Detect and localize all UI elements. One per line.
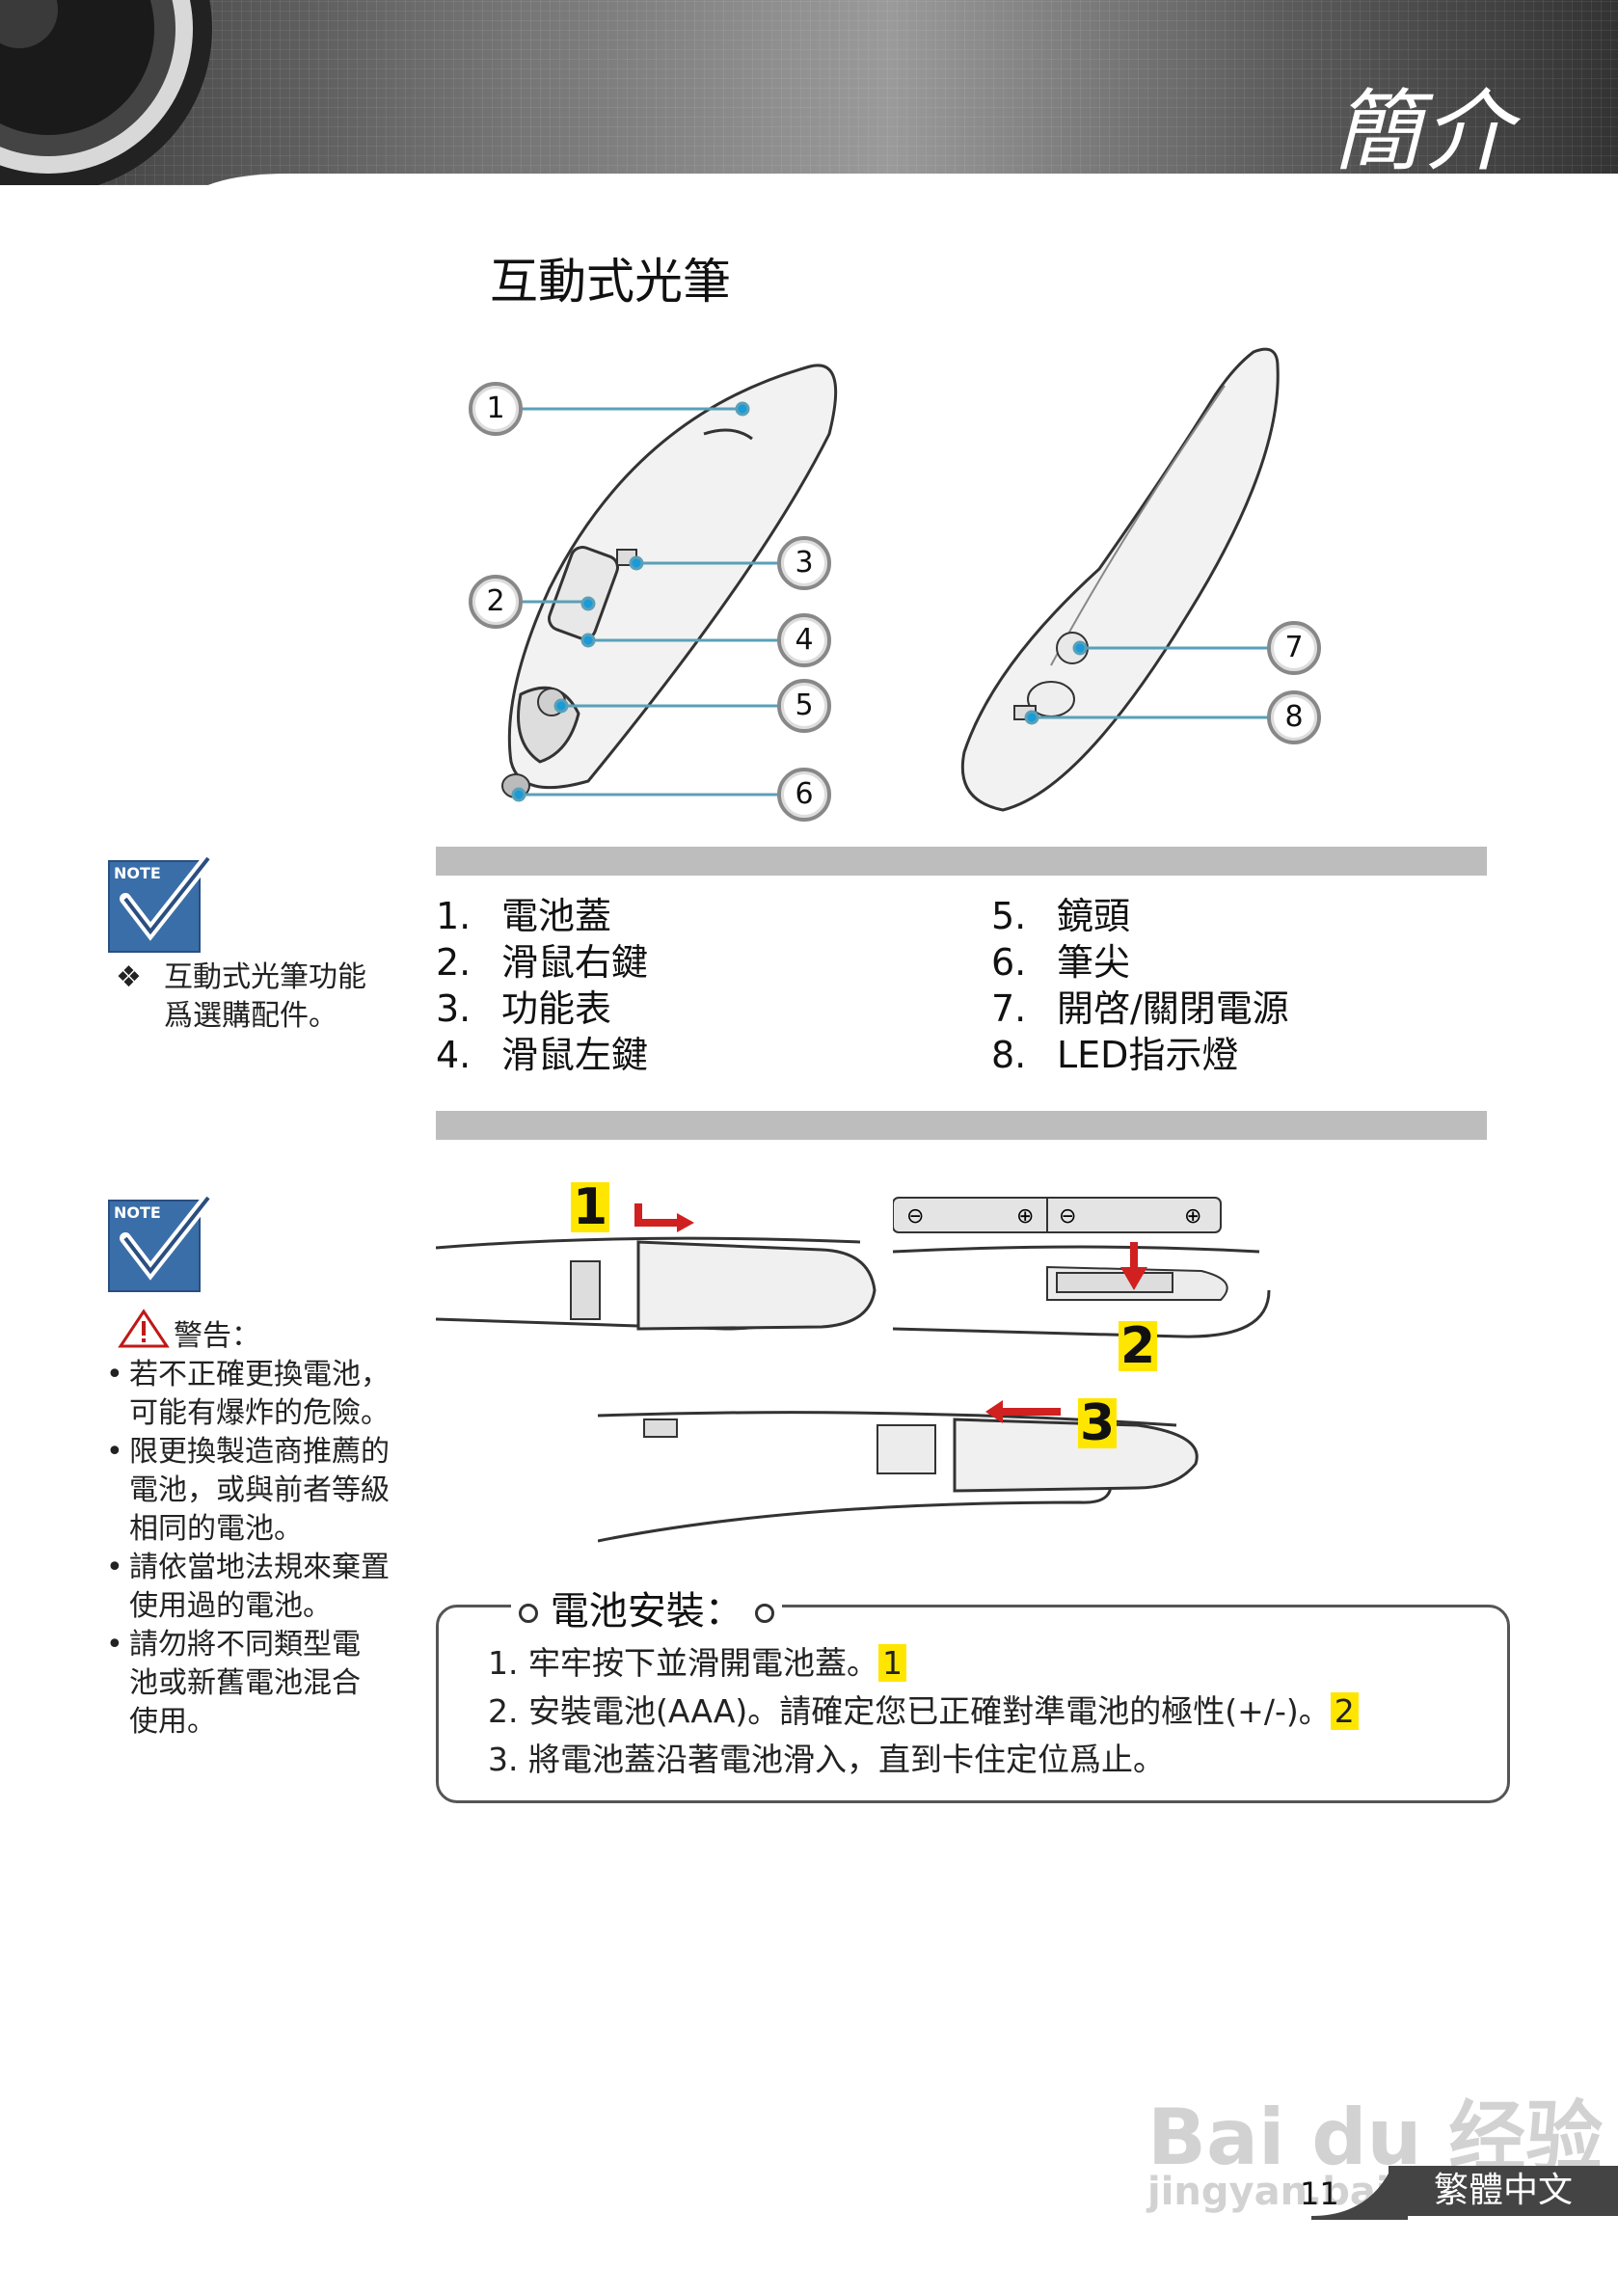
- install-step-3: 3. 將電池蓋沿著電池滑入，直到卡住定位爲止。: [488, 1741, 1165, 1778]
- lens-graphic: [0, 0, 212, 185]
- svg-text:⊕: ⊕: [1184, 1204, 1201, 1229]
- list-item: 1.電池蓋: [436, 895, 612, 937]
- install-step-2: 2. 安裝電池(AAA)。請確定您已正確對準電池的極性(+/-)。2: [488, 1686, 1359, 1732]
- callout-3: 3: [777, 536, 831, 590]
- footer-language: 繁體中文: [1389, 2166, 1618, 2216]
- warning-list: •若不正確更換電池，可能有爆炸的危險。 •限更換製造商推薦的電池，或與前者等級相…: [106, 1356, 415, 1742]
- note-icon: NOTE: [108, 1190, 214, 1292]
- pen-back-illustration: [960, 347, 1280, 812]
- install-title: 電池安裝：: [511, 1580, 783, 1635]
- warning-icon: [118, 1309, 170, 1348]
- page-header: 簡介: [0, 0, 1618, 185]
- callout-4: 4: [777, 613, 831, 667]
- svg-text:⊕: ⊕: [1016, 1204, 1034, 1229]
- callout-8: 8: [1267, 690, 1321, 744]
- list-item: 4.滑鼠左鍵: [436, 1034, 649, 1076]
- warning-title: 警告：: [174, 1319, 260, 1353]
- header-curve: [193, 174, 1618, 193]
- step3-illustration: [598, 1400, 1199, 1543]
- list-item: 6.筆尖: [991, 941, 1131, 984]
- step2-illustration: ⊖ ⊕ ⊖ ⊕: [893, 1197, 1271, 1338]
- step-label-2: 2: [1119, 1317, 1158, 1375]
- note-text: 互動式光筆功能 爲選購配件。: [164, 960, 366, 1033]
- list-item: 3.功能表: [436, 987, 612, 1030]
- callout-6: 6: [777, 768, 831, 822]
- list-item: •若不正確更換電池，可能有爆炸的危險。: [106, 1358, 390, 1430]
- list-item: •限更換製造商推薦的電池，或與前者等級相同的電池。: [106, 1435, 390, 1546]
- callout-2: 2: [469, 575, 523, 629]
- page-number: 11: [1300, 2175, 1339, 2212]
- callout-7: 7: [1267, 621, 1321, 675]
- pen-front-illustration: [501, 364, 838, 798]
- step-label-3: 3: [1078, 1394, 1118, 1452]
- svg-text:⊖: ⊖: [1059, 1204, 1076, 1229]
- step-label-1: 1: [571, 1178, 610, 1236]
- footer-swoosh: [1311, 2166, 1408, 2220]
- list-item: 7.開啓/關閉電源: [991, 987, 1289, 1030]
- parts-list-right: 5.鏡頭 6.筆尖 7.開啓/關閉電源 8.LED指示燈: [991, 893, 1289, 1078]
- list-item: 8.LED指示燈: [991, 1034, 1239, 1076]
- install-step-1: 1. 牢牢按下並滑開電池蓋。1: [488, 1637, 906, 1684]
- parts-list-left: 1.電池蓋 2.滑鼠右鍵 3.功能表 4.滑鼠左鍵: [436, 893, 648, 1078]
- section-divider: [436, 1111, 1487, 1140]
- step1-illustration: [436, 1203, 876, 1331]
- list-item: 5.鏡頭: [991, 895, 1131, 937]
- list-item: •請勿將不同類型電池或新舊電池混合使用。: [106, 1628, 361, 1739]
- list-item: 2.滑鼠右鍵: [436, 941, 649, 984]
- callout-lines: [511, 401, 1271, 802]
- section-divider: [436, 847, 1487, 876]
- note-icon: NOTE: [108, 851, 214, 953]
- callout-1: 1: [469, 382, 523, 436]
- svg-text:⊖: ⊖: [906, 1204, 924, 1229]
- chapter-title: 簡介: [1332, 80, 1514, 183]
- battery-install-box: [436, 1605, 1510, 1803]
- note-bullet: ❖: [116, 960, 142, 994]
- section-title: 互動式光筆: [490, 254, 731, 310]
- list-item: •請依當地法規來棄置使用過的電池。: [106, 1551, 390, 1623]
- callout-5: 5: [777, 679, 831, 733]
